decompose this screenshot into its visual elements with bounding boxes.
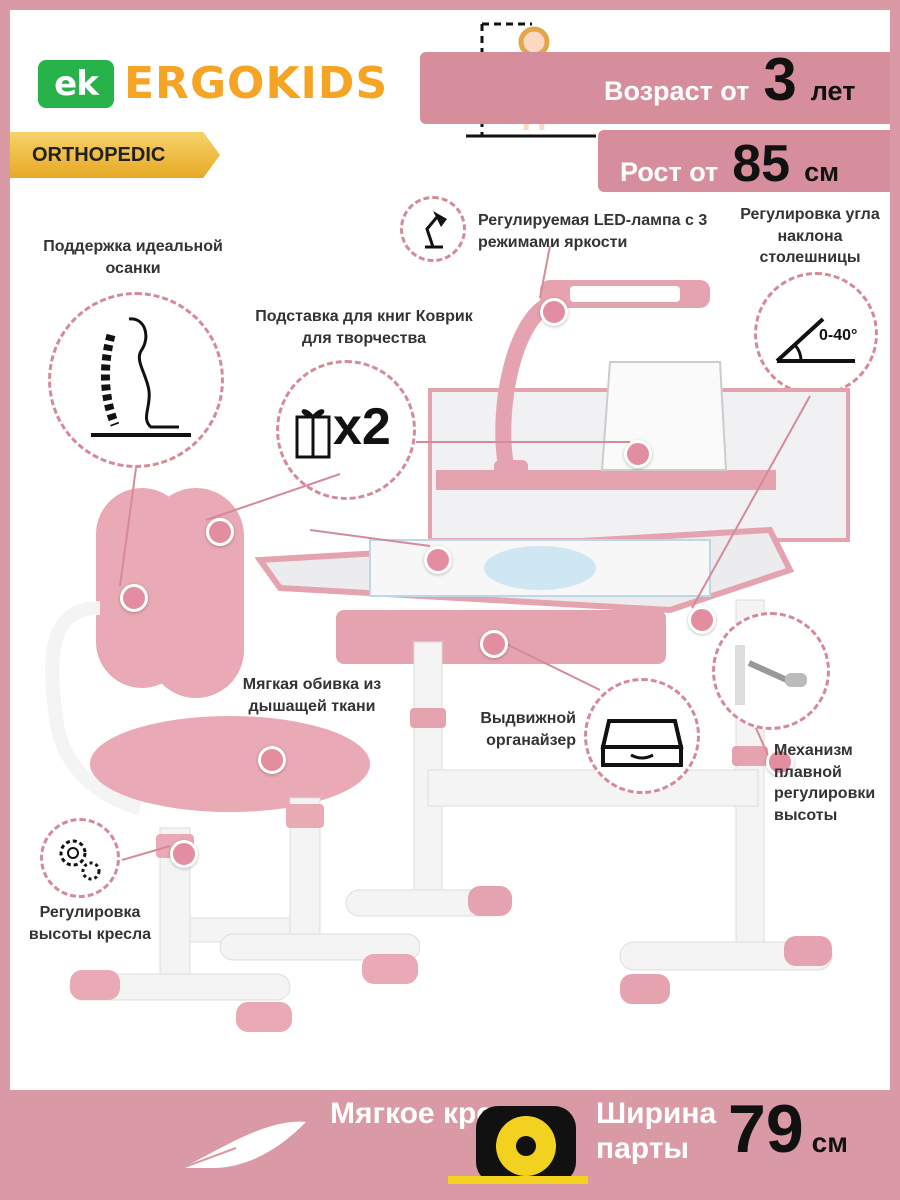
lamp-circle	[400, 196, 466, 262]
organizer-circle	[584, 678, 700, 794]
mechanism-circle	[712, 612, 830, 730]
tape-measure-icon	[448, 1106, 588, 1184]
brand: ek ERGOKIDS	[38, 58, 388, 109]
tilt-angle-icon	[775, 317, 855, 363]
bottom-width-value: 79	[728, 1091, 804, 1167]
posture-caption: Поддержка идеальной осанки	[43, 238, 223, 277]
crank-icon	[735, 645, 807, 705]
spine-icon	[91, 317, 191, 437]
height-line: Рост от 85 см	[620, 138, 839, 190]
drawer-icon	[600, 719, 684, 767]
age-label: Возраст от	[604, 76, 750, 106]
height-label: Рост от	[620, 157, 719, 187]
gift-circle: x2	[276, 360, 416, 500]
chair-height-caption: Регулировка высоты кресла	[28, 904, 152, 943]
tilt-dot[interactable]	[688, 606, 716, 634]
tilt-angle-value: 0-40°	[819, 327, 858, 344]
mechanism-caption: Механизм плавной регулировки высоты	[774, 742, 876, 824]
height-unit: см	[804, 157, 840, 187]
bottom-width-label: Ширина парты	[596, 1097, 717, 1166]
bottom-width-unit: см	[811, 1127, 848, 1158]
drawer-dot[interactable]	[480, 630, 508, 658]
bookstand-dot[interactable]	[624, 440, 652, 468]
gears-icon	[59, 839, 101, 881]
bottom-banner: Мягкое кресло Ширина парты 79 см	[0, 1090, 900, 1200]
bottom-width-value-group: 79 см	[728, 1090, 848, 1168]
organizer-caption: Выдвижной органайзер	[480, 710, 576, 749]
gift-dot[interactable]	[206, 518, 234, 546]
brand-logo: ek	[38, 59, 114, 108]
feather-icon	[181, 1121, 306, 1169]
brand-name: ERGOKIDS	[124, 58, 389, 109]
age-unit: лет	[810, 76, 856, 106]
age-value: 3	[763, 46, 797, 113]
orthopedic-label: ORTHOPEDIC	[32, 144, 166, 166]
mat-dot[interactable]	[424, 546, 452, 574]
seat-dot[interactable]	[258, 746, 286, 774]
height-banner	[598, 130, 890, 192]
orthopedic-badge: ORTHOPEDIC	[10, 132, 220, 178]
gift-caption: Подставка для книг Коврик для творчества	[255, 308, 473, 347]
mechanism-dot[interactable]	[766, 748, 794, 776]
tilt-circle: 0-40°	[754, 272, 878, 396]
lamp-caption: Регулируемая LED-лампа с 3 режимами ярко…	[478, 212, 708, 251]
posture-circle	[48, 292, 224, 468]
height-value: 85	[732, 135, 791, 193]
lamp-dot[interactable]	[540, 298, 568, 326]
lamp-icon	[425, 211, 447, 249]
tilt-caption: Регулировка угла наклона столешницы	[740, 206, 880, 267]
backrest-dot[interactable]	[120, 584, 148, 612]
chair-height-dot[interactable]	[170, 840, 198, 868]
chair-height-circle	[40, 818, 120, 898]
age-banner	[420, 52, 890, 124]
gift-icon	[295, 409, 331, 459]
product-canvas: ek ERGOKIDS ORTHOPEDIC Возраст от 3 лет …	[10, 10, 890, 1090]
gift-count: x2	[333, 398, 391, 456]
age-line: Возраст от 3 лет	[604, 50, 855, 110]
connector-lines	[119, 245, 811, 861]
upholstery-caption: Мягкая обивка из дышащей ткани	[242, 676, 382, 715]
